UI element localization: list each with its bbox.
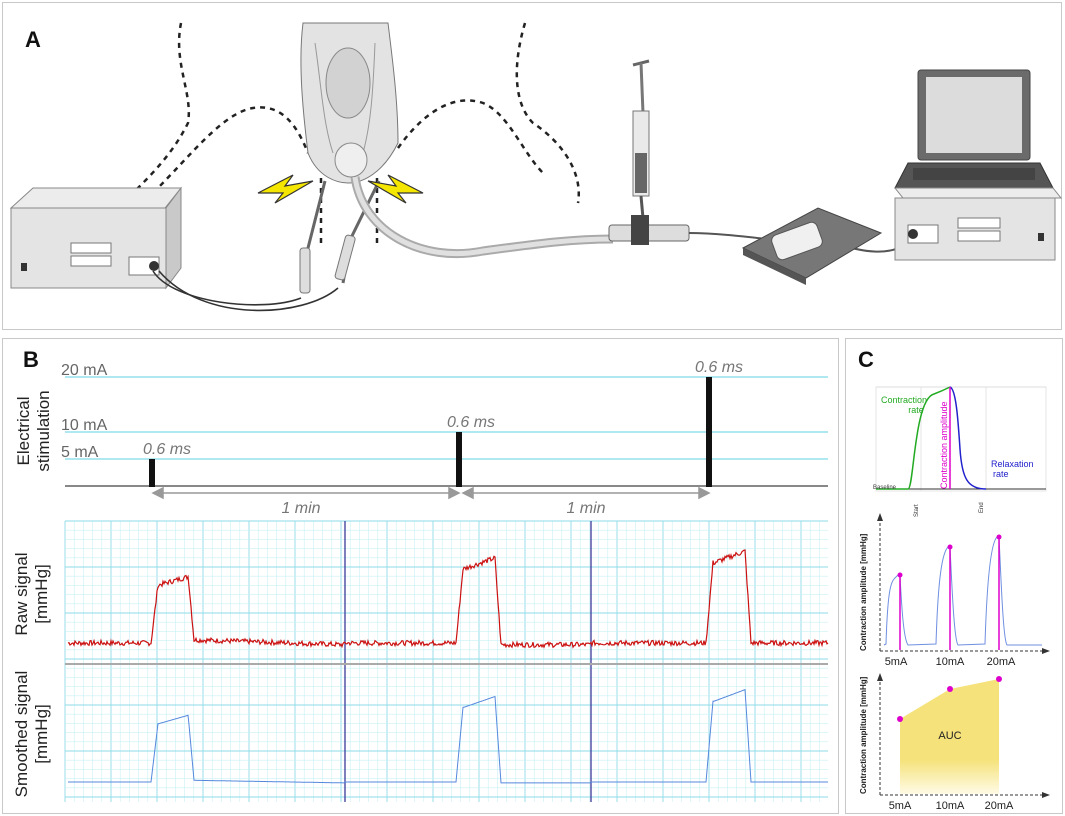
amplitude-peak-0 <box>897 572 903 578</box>
raw-axis-title-2: [mmHg] <box>32 564 51 624</box>
pulse-10ma <box>456 432 462 487</box>
auc-category-5ma: 5mA <box>889 800 912 812</box>
amp-category-5ma: 5mA <box>885 656 908 668</box>
amplitude-plot: Contraction amplitude [mmHg] 5mA 10mA 20… <box>859 513 1050 668</box>
relaxation-rate-label-2: rate <box>993 469 1009 479</box>
contraction-rate-label-2: rate <box>908 405 924 415</box>
auc-area <box>900 679 999 794</box>
level-label-5ma: 5 mA <box>61 444 99 461</box>
interval-label-2: 1 min <box>566 500 605 517</box>
raw-axis-title-1: Raw signal <box>12 552 31 635</box>
start-label: Start <box>914 504 920 517</box>
pulse-5ma <box>149 459 155 487</box>
auc-point-20ma <box>996 676 1002 682</box>
panel-c-analysis: C Contraction rate Contraction amplitude… <box>845 338 1063 814</box>
body-outline <box>132 22 581 243</box>
acquisition-unit-icon <box>893 187 1063 261</box>
auc-category-10ma: 10mA <box>936 800 965 812</box>
pressure-transducer-icon <box>741 207 883 285</box>
panel-b-label: B <box>23 347 39 372</box>
electrode-wires <box>152 270 339 312</box>
interval-arrows <box>151 486 711 500</box>
panel-c-label: C <box>858 347 874 372</box>
contraction-schema: Contraction rate Contraction amplitude R… <box>873 386 1047 517</box>
level-label-10ma: 10 mA <box>61 417 108 434</box>
laptop-icon <box>894 69 1054 189</box>
panel-a-setup: A <box>2 2 1063 330</box>
auc-category-20ma: 20mA <box>985 800 1014 812</box>
baseline-label: Baseline <box>873 485 897 491</box>
stimulator-device-icon <box>9 186 183 290</box>
relaxation-rate-label-1: Relaxation <box>991 459 1034 469</box>
panel-a-label: A <box>25 27 41 52</box>
auc-plot: AUC Contraction amplitude [mmHg] 5mA 10m… <box>859 673 1050 812</box>
pulse-label-2: 0.6 ms <box>447 414 495 431</box>
anal-canal-anatomy-icon <box>300 22 399 184</box>
amplitude-peak-1 <box>947 544 953 550</box>
stim-axis-title-2: stimulation <box>34 390 53 471</box>
setup-illustration <box>9 22 1063 312</box>
lightning-bolt-icon <box>257 174 424 204</box>
auc-point-10ma <box>947 686 953 692</box>
amplitude-peak-2 <box>996 534 1002 540</box>
auc-label: AUC <box>938 730 961 742</box>
smoothed-axis-title-2: [mmHg] <box>32 704 51 764</box>
raw-signal-trace <box>67 549 829 649</box>
auc-ylabel: Contraction amplitude [mmHg] <box>859 676 868 794</box>
amp-category-20ma: 20mA <box>987 656 1016 668</box>
auc-point-5ma <box>897 716 903 722</box>
stimulation-levels <box>65 376 828 487</box>
smoothed-signal-trace <box>68 689 828 784</box>
amplitude-markers <box>897 534 1002 650</box>
stim-axis-title-1: Electrical <box>14 397 33 466</box>
trace-grid <box>64 520 828 802</box>
pulse-20ma <box>706 377 712 487</box>
smoothed-axis-title-1: Smoothed signal <box>12 671 31 798</box>
amp-category-10ma: 10mA <box>936 656 965 668</box>
amplitude-trace <box>883 536 1042 646</box>
level-label-20ma: 20 mA <box>61 362 108 379</box>
recording-traces: 20 mA 10 mA 5 mA Electrical stimulation … <box>12 359 829 802</box>
contraction-amplitude-label: Contraction amplitude <box>939 401 949 489</box>
panel-b-recordings: B 20 mA 10 mA 5 mA Electrical stimulatio… <box>2 338 839 814</box>
electrode-probes <box>299 180 381 294</box>
end-label: End <box>979 502 985 513</box>
pulse-label-1: 0.6 ms <box>143 441 191 458</box>
interval-label-1: 1 min <box>281 500 320 517</box>
analysis-plots: Contraction rate Contraction amplitude R… <box>859 386 1050 812</box>
stimulation-pulses <box>149 377 712 487</box>
amplitude-ylabel: Contraction amplitude [mmHg] <box>859 533 868 651</box>
pulse-label-3: 0.6 ms <box>695 359 743 376</box>
contraction-rate-label-1: Contraction <box>881 395 927 405</box>
syringe-icon <box>608 59 690 245</box>
